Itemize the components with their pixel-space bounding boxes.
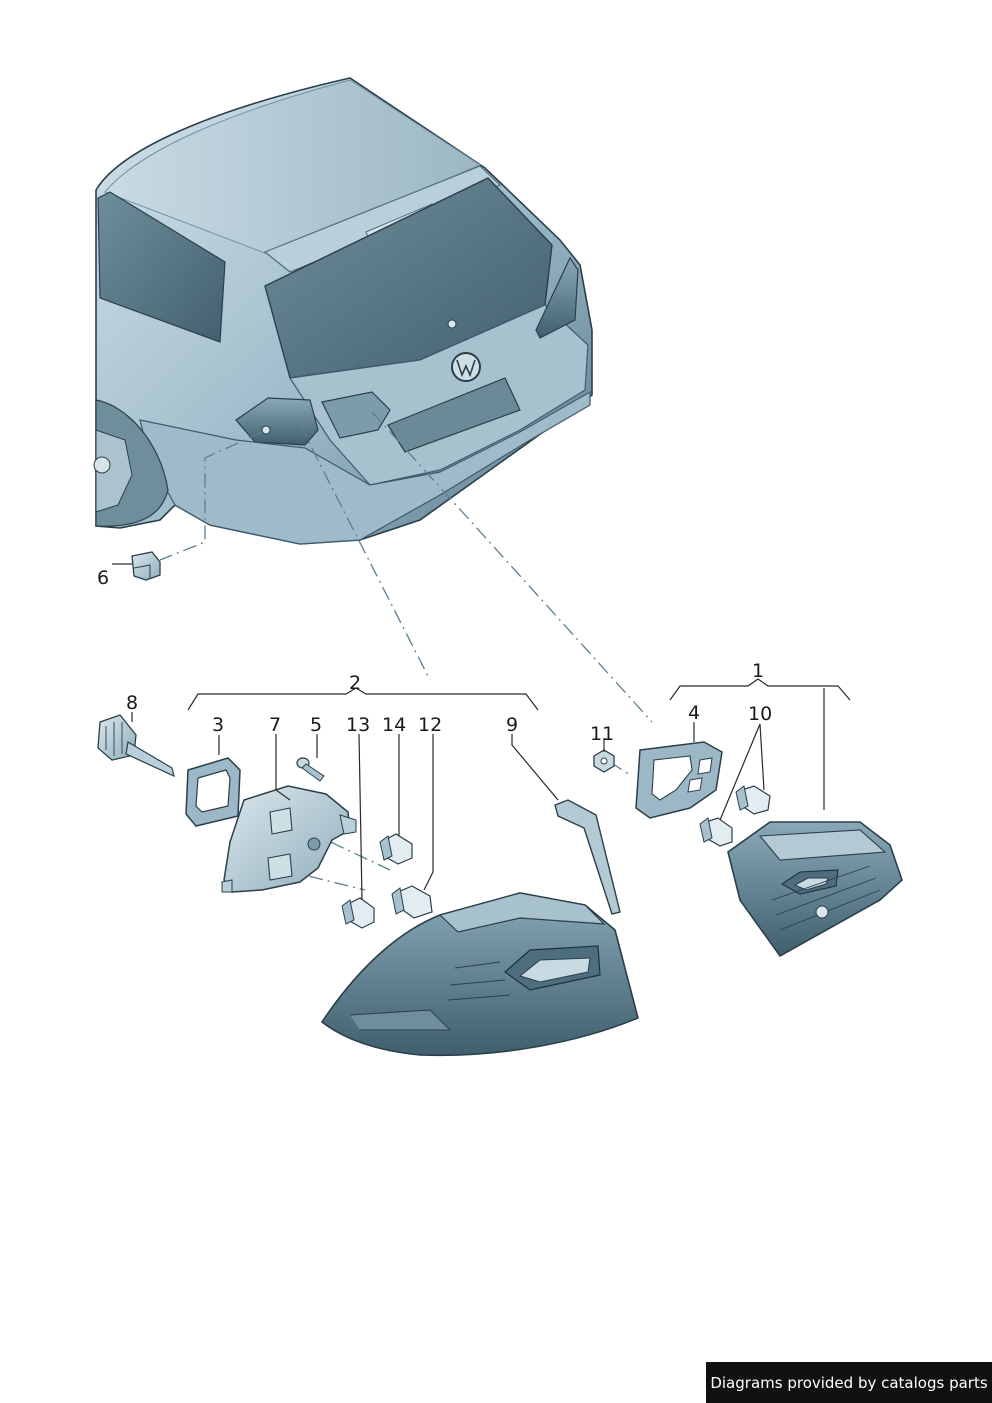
car-roof [104, 79, 482, 256]
part-5-screw [296, 757, 325, 782]
part-1-tail-lamp-inner [727, 821, 903, 958]
tailgate-panel [288, 304, 589, 486]
wheel-spokes [95, 429, 133, 513]
callout-3: 3 [212, 714, 224, 736]
part-11-nut [593, 749, 615, 773]
callout-13: 13 [346, 714, 370, 736]
callout-labels: 1 2 3 4 5 6 7 8 9 10 11 12 13 14 [97, 567, 772, 745]
callout-10: 10 [748, 703, 772, 725]
callout-4: 4 [688, 702, 700, 724]
part-12-bulb [391, 885, 433, 919]
credit-badge: Diagrams provided by catalogs parts [706, 1362, 992, 1403]
part-10-bulb-upper [735, 785, 771, 815]
part-9-trim-strip [554, 799, 621, 915]
part-10-bulb-lower [699, 817, 733, 847]
leader-lines [112, 563, 851, 901]
callout-1: 1 [752, 660, 764, 682]
callout-12: 12 [418, 714, 442, 736]
car-tailgate-lamp [321, 391, 391, 439]
wheel-hub [93, 456, 111, 474]
vw-emblem-letters [456, 359, 476, 378]
callout-11: 11 [590, 723, 614, 745]
part-3-gasket [185, 757, 241, 827]
roof-spoiler [263, 165, 502, 273]
part-6-connector [131, 551, 161, 581]
part-2-tail-lamp-outer [320, 892, 639, 1057]
callout-9: 9 [506, 714, 518, 736]
part-14-bulb [379, 833, 413, 865]
callout-5: 5 [310, 714, 322, 736]
callout-14: 14 [382, 714, 406, 736]
credit-text: Diagrams provided by catalogs parts [710, 1373, 988, 1392]
callout-2: 2 [349, 672, 361, 694]
callout-8: 8 [126, 692, 138, 714]
part-8-bulb-socket [97, 714, 175, 778]
vehicle-rear-illustration [93, 77, 593, 545]
part-13-bulb [341, 897, 375, 929]
car-right-tail-lamp [535, 256, 579, 339]
license-plate-recess [387, 377, 521, 453]
callout-7: 7 [269, 714, 281, 736]
part-7-bulb-carrier [221, 785, 357, 893]
callout-6: 6 [97, 567, 109, 589]
car-socket-mount [261, 425, 271, 435]
part-4-gasket [635, 741, 723, 819]
rear-camera [447, 319, 457, 329]
side-window [97, 191, 226, 343]
rear-bumper [139, 390, 591, 545]
